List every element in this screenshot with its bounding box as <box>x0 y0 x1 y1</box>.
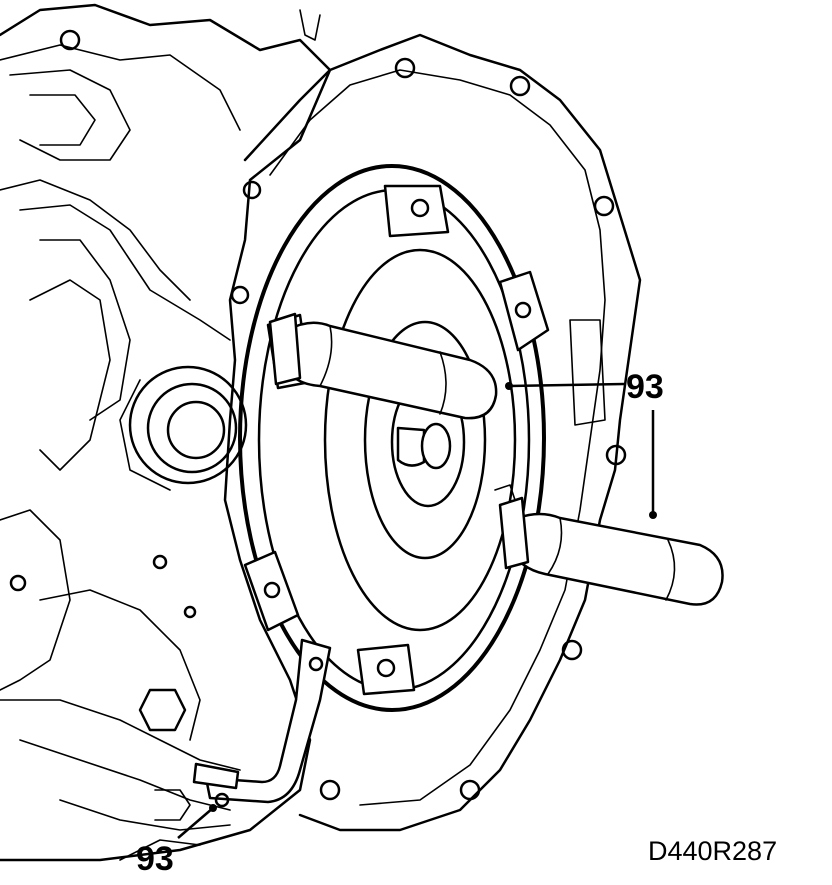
hub-stub <box>396 426 426 467</box>
flange-bolt-hole <box>509 75 531 97</box>
housing-bolt <box>152 554 168 570</box>
callout-label-bracket: 93 <box>136 840 174 878</box>
leader-line-upper <box>508 382 625 388</box>
converter-rim <box>257 188 531 692</box>
upper-cover <box>9 69 131 161</box>
mounting-lug <box>243 550 300 632</box>
lower-handle-collar <box>498 496 530 570</box>
bracket-tool <box>192 638 332 808</box>
housing-bolt <box>242 180 262 200</box>
lower-fitting <box>154 789 191 821</box>
lower-handle-grip <box>510 512 724 606</box>
drawing-code: D440R287 <box>648 836 778 866</box>
converter-hub-ring <box>363 320 487 560</box>
flange-bolt-hole <box>605 444 627 466</box>
flange-bolt-hole <box>561 639 583 661</box>
housing-bolt <box>59 29 81 51</box>
hub-stub-end <box>420 422 452 470</box>
leader-line-bracket <box>177 807 214 839</box>
flange-pad <box>569 319 606 426</box>
converter-outer-ring <box>238 164 546 712</box>
lower-handle-tool <box>494 484 724 606</box>
flange-bolt-hole <box>459 779 481 801</box>
mounting-lug <box>356 643 416 696</box>
bell-housing-flange <box>243 33 642 832</box>
housing-outline <box>0 3 332 862</box>
housing-bolt <box>183 605 197 619</box>
upper-handle-grip <box>280 321 498 420</box>
converter-face <box>323 248 517 632</box>
mounting-lug <box>498 270 550 352</box>
housing-bolt <box>9 574 27 592</box>
hex-bolt <box>138 688 187 732</box>
flange-bolt-hole <box>319 779 341 801</box>
torque-converter <box>238 164 550 712</box>
housing-bolt <box>230 285 250 305</box>
upper-handle-tool <box>268 312 498 420</box>
bracket-foot <box>192 762 240 790</box>
flange-bolt-hole <box>593 195 615 217</box>
callout-label-handle: 93 <box>626 368 664 406</box>
upper-handle-collar <box>268 312 302 386</box>
shaft-boss-inner <box>166 400 226 460</box>
leader-dot-lower <box>649 511 657 519</box>
flange-bolt-hole <box>394 57 416 79</box>
mounting-lug <box>383 184 450 238</box>
flange-inner-edge <box>269 69 606 806</box>
flange-outer-edge <box>243 33 642 832</box>
transmission-housing <box>0 3 332 862</box>
leader-lines <box>177 382 657 839</box>
bracket-arm <box>204 638 332 804</box>
shaft-boss-outer <box>128 365 248 485</box>
shaft-boss-middle <box>146 382 238 474</box>
